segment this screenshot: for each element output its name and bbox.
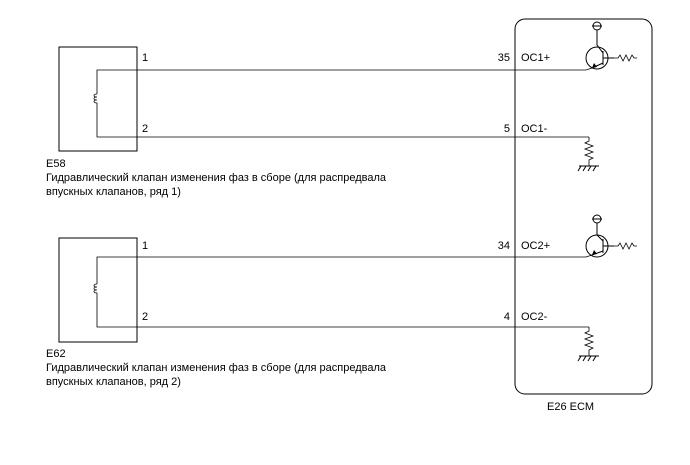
ecm-driver-oc2 xyxy=(577,214,637,362)
ecm-pin-number: 34 xyxy=(498,240,510,252)
coil-icon xyxy=(93,283,98,294)
ecm-driver-oc1 xyxy=(577,21,637,172)
power-terminal-icon xyxy=(592,21,602,45)
pin-label: 2 xyxy=(142,311,148,323)
caption-e62: E62 Гидравлический клапан изменения фаз … xyxy=(46,347,386,389)
ecm-pin-number: 5 xyxy=(504,123,510,135)
resistor-icon xyxy=(614,242,637,250)
component-description: впускных клапанов, ряд 2) xyxy=(46,376,181,388)
component-id: E58 xyxy=(46,158,66,170)
component-e62: 1 2 34 OC2+ 4 OC2- xyxy=(58,237,589,343)
caption-e58: E58 Гидравлический клапан изменения фаз … xyxy=(46,157,386,199)
power-terminal-icon xyxy=(592,214,602,235)
ecm-box xyxy=(514,18,653,395)
ecm-pin-label: OC2+ xyxy=(521,240,550,252)
resistor-icon xyxy=(583,327,595,356)
ecm-pin-label: OC2- xyxy=(521,311,548,323)
transistor-icon xyxy=(585,44,614,70)
pin-label: 1 xyxy=(142,240,148,252)
ecm-pin-label: OC1+ xyxy=(521,52,550,64)
component-description: впускных клапанов, ряд 1) xyxy=(46,186,181,198)
transistor-icon xyxy=(585,234,614,258)
component-box xyxy=(58,237,138,343)
resistor-icon xyxy=(583,137,595,166)
ecm-pin-number: 35 xyxy=(498,52,510,64)
ground-icon xyxy=(577,165,599,172)
component-description: Гидравлический клапан изменения фаз в сб… xyxy=(46,172,387,184)
ecm-pin-label: OC1- xyxy=(521,123,548,135)
ecm-pin-number: 4 xyxy=(504,311,510,323)
coil-icon xyxy=(93,93,98,104)
component-id: E62 xyxy=(46,348,66,360)
resistor-icon xyxy=(614,54,637,62)
pin-label: 2 xyxy=(142,123,148,135)
component-description: Гидравлический клапан изменения фаз в сб… xyxy=(46,362,387,374)
ecm-label: E26 ECM xyxy=(547,401,594,413)
pin-label: 1 xyxy=(142,52,148,64)
component-e58: 1 2 35 OC1+ 5 OC1- xyxy=(58,46,589,152)
component-box xyxy=(58,46,138,152)
ground-icon xyxy=(577,355,599,362)
